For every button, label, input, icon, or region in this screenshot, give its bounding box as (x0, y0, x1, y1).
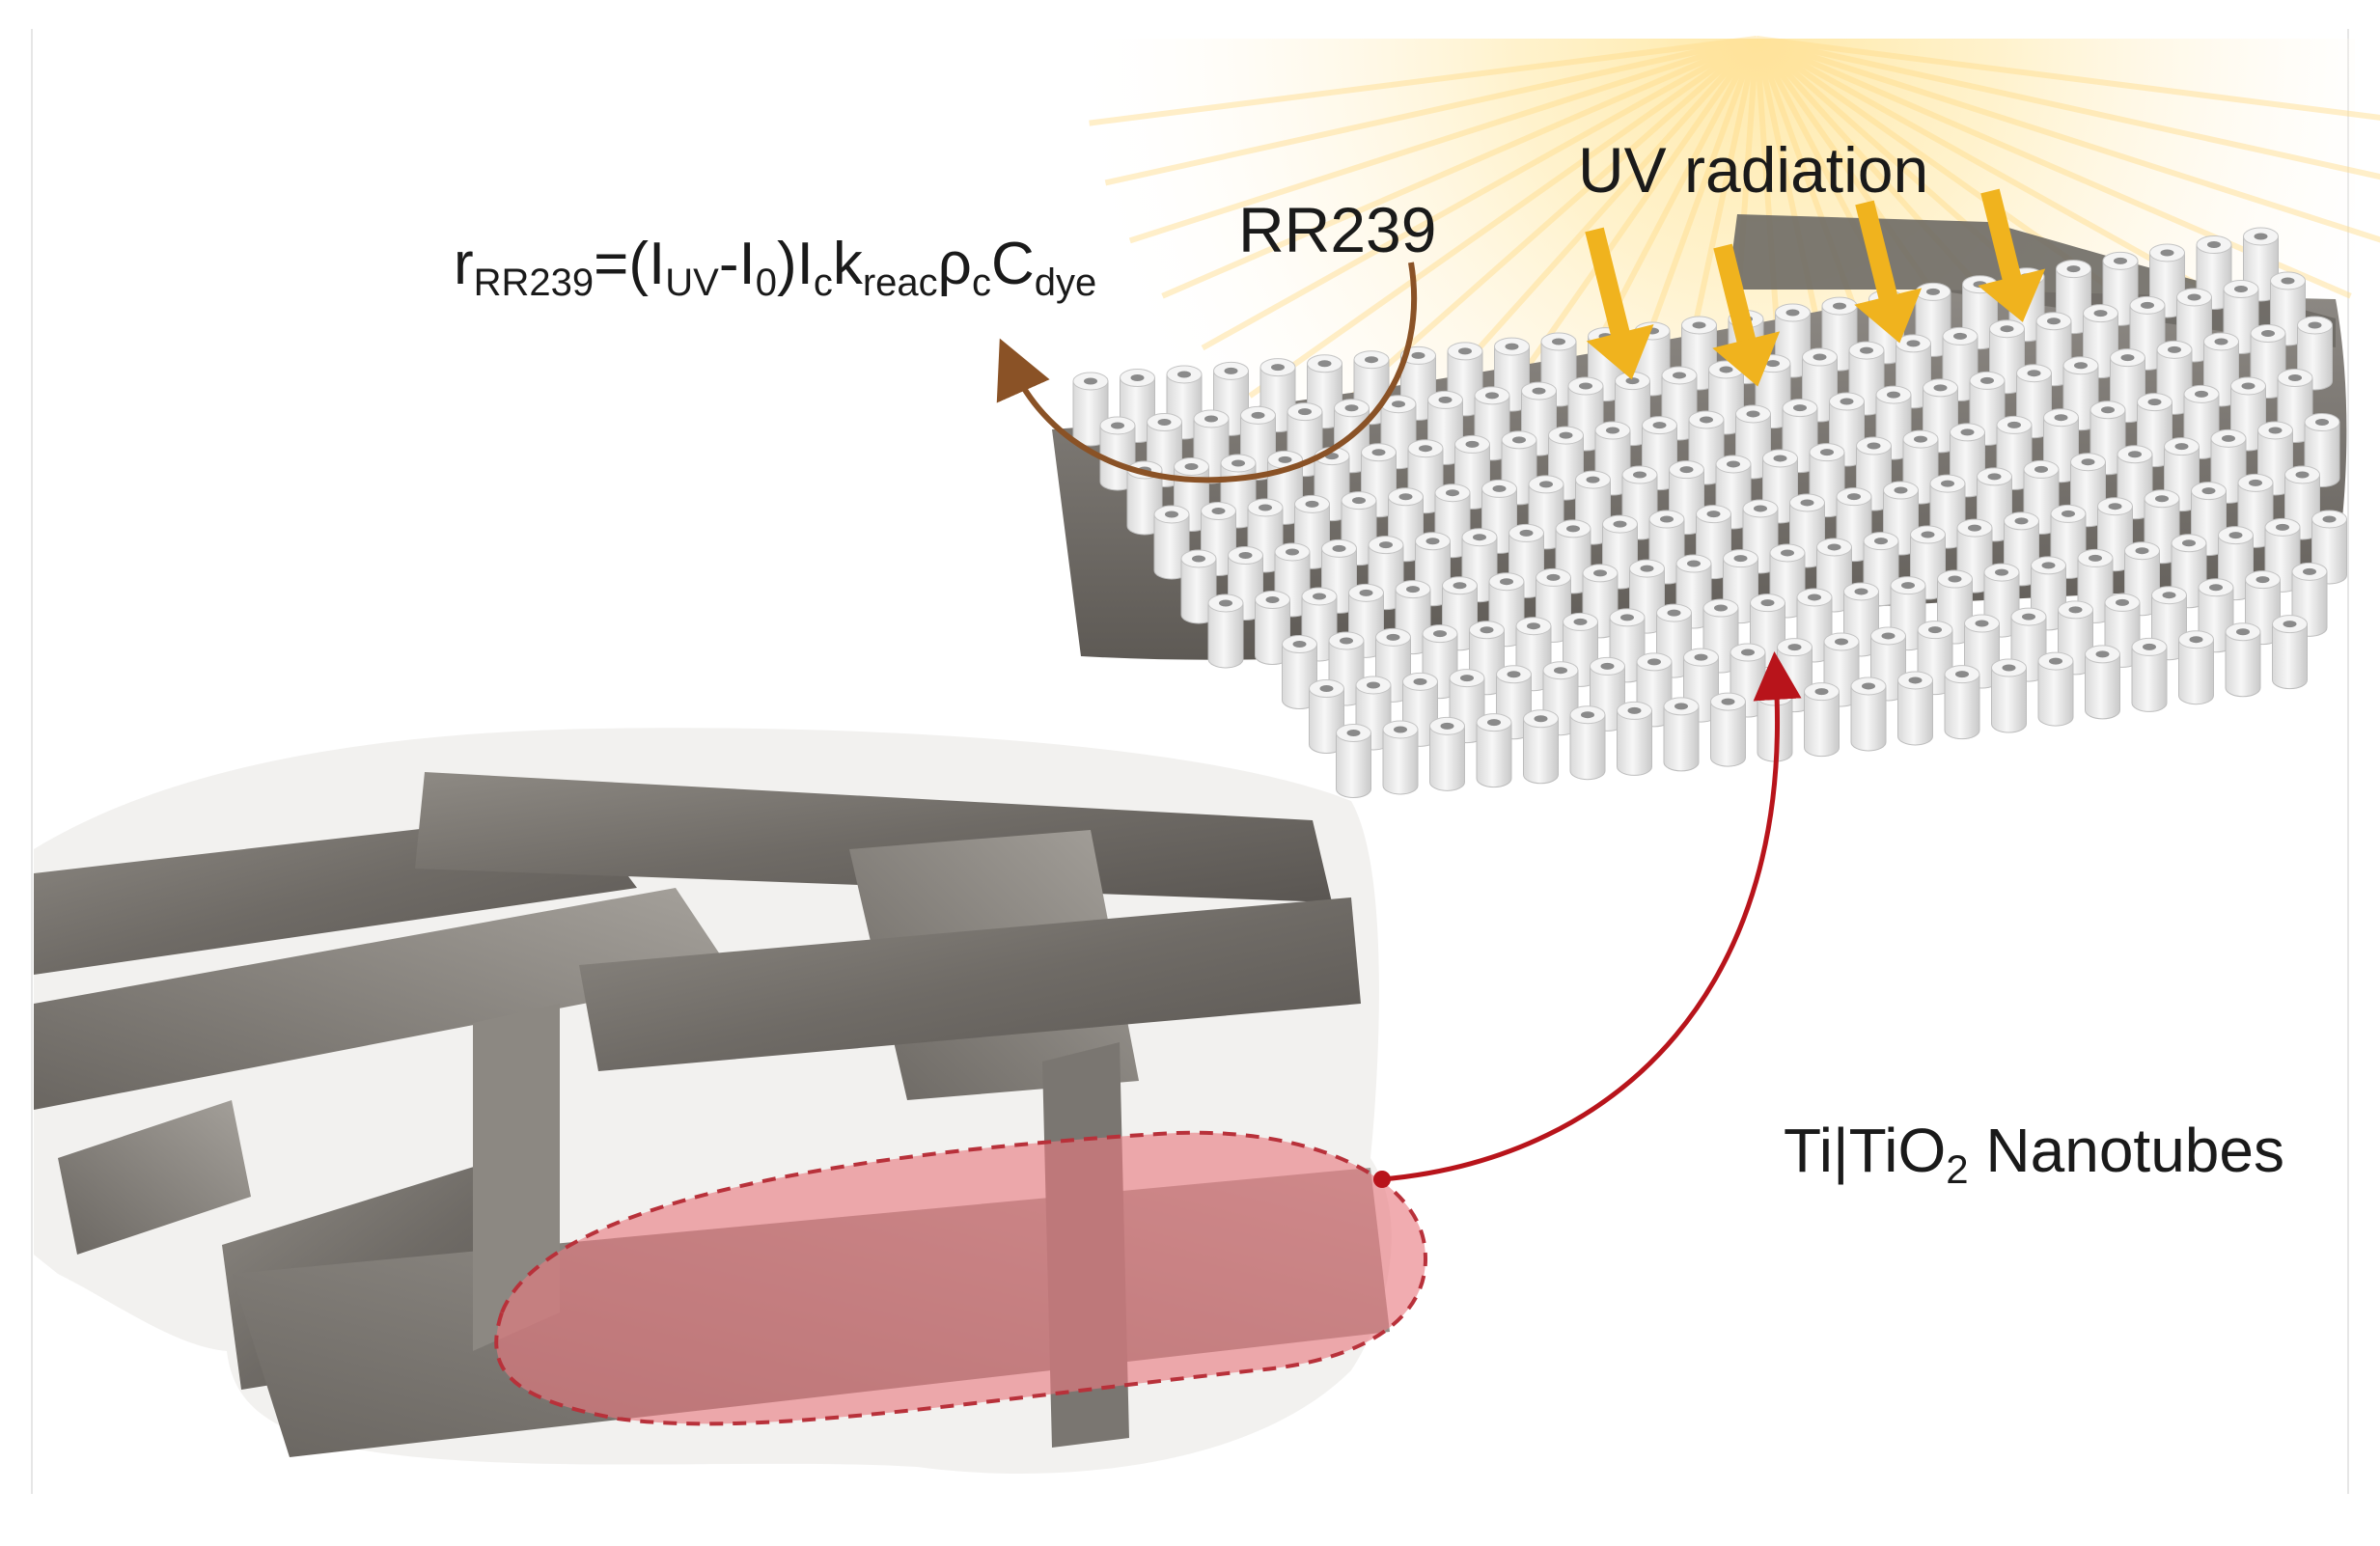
rate-close-i: )I (776, 231, 814, 297)
nanotube-array-icon (1072, 227, 2347, 799)
nanotube (2272, 615, 2308, 690)
rate-k: k (832, 231, 863, 297)
nanotube (1991, 658, 2027, 733)
nanotube (1336, 724, 1371, 799)
rate-minus-i: -I (718, 231, 756, 297)
rate-rho: ρ (937, 231, 972, 297)
uv-arrow-icon (1712, 243, 1781, 387)
sun-ray (1248, 36, 1758, 399)
nanotube (2037, 651, 2074, 727)
sun-ray (1756, 36, 2380, 180)
uv-radiation-label: UV radiation (1578, 134, 1929, 206)
rate-r: r (454, 231, 474, 297)
dye-label: RR239 (1238, 194, 1437, 265)
highlight-region (494, 1130, 1427, 1426)
rate-equation: rRR239=(IUV-I0)IckreacρcCdye (454, 230, 1096, 302)
rate-k-sub: reac (862, 262, 938, 304)
sun-ray (1128, 36, 1757, 244)
nanotube (1663, 697, 1700, 772)
nanotube (1207, 594, 1244, 669)
nanotube (1429, 716, 1465, 791)
rate-eq-open: =(I (594, 231, 666, 297)
nanotube (2178, 630, 2214, 705)
rate-C-sub: dye (1034, 262, 1097, 304)
nanotube (1476, 713, 1512, 788)
nanotubes-prefix: Ti|TiO (1784, 1116, 1947, 1185)
nanotube (2035, 312, 2072, 387)
nanotube (2131, 637, 2168, 712)
sun-ray (1756, 36, 2380, 243)
sun-ray (1161, 36, 1758, 299)
nanotube (2225, 622, 2261, 698)
nanotube (1944, 665, 1980, 740)
nanotube (1850, 676, 1887, 752)
nanotubes-sub: 2 (1946, 1146, 1969, 1192)
nanotube (1267, 450, 1303, 525)
nanotube (1309, 679, 1344, 755)
nanotube-plate (1052, 214, 2347, 799)
nanotube (1710, 692, 1746, 767)
dye-release-arrow (996, 262, 1418, 483)
link-arrow (1381, 651, 1802, 1182)
nanotube (1382, 720, 1419, 795)
rate-r-sub: RR239 (473, 262, 595, 304)
uv-arrow-icon (1854, 200, 1923, 344)
frame-right-rule (2347, 29, 2349, 1494)
uv-arrow-icon (1978, 188, 2046, 322)
nanotube (1255, 591, 1290, 666)
sun-ray (1201, 36, 1758, 351)
rate-rho-sub: c (971, 262, 991, 304)
nanotube (1609, 608, 1646, 683)
nanotubes-suffix: Nanotubes (1968, 1116, 2284, 1185)
link-arrow-origin-dot (1373, 1171, 1391, 1188)
nanotube (1099, 416, 1136, 491)
nanotubes-label: Ti|TiO2 Nanotubes (1784, 1115, 2284, 1190)
frame-left-rule (31, 29, 33, 1494)
uv-arrow-icon (1585, 227, 1654, 380)
sun-ray (1089, 36, 1757, 126)
nanotube (1569, 705, 1606, 781)
uv-arrows (1585, 188, 2046, 387)
nanotube (1153, 505, 1190, 580)
rate-i0-sub: 0 (755, 262, 777, 304)
sun-ray (1756, 36, 2380, 121)
nanotube (2102, 251, 2139, 326)
rate-iuv-sub: UV (665, 262, 719, 304)
rate-ic-sub: c (813, 262, 833, 304)
nanotube (1523, 709, 1559, 785)
nanotube (2085, 645, 2120, 720)
nanotube (1897, 671, 1933, 746)
nanotube (1804, 682, 1840, 758)
nanotube (1617, 701, 1652, 776)
rate-C: C (990, 231, 1035, 297)
nanotube (1072, 372, 1109, 447)
sun-ray (1104, 36, 1757, 186)
